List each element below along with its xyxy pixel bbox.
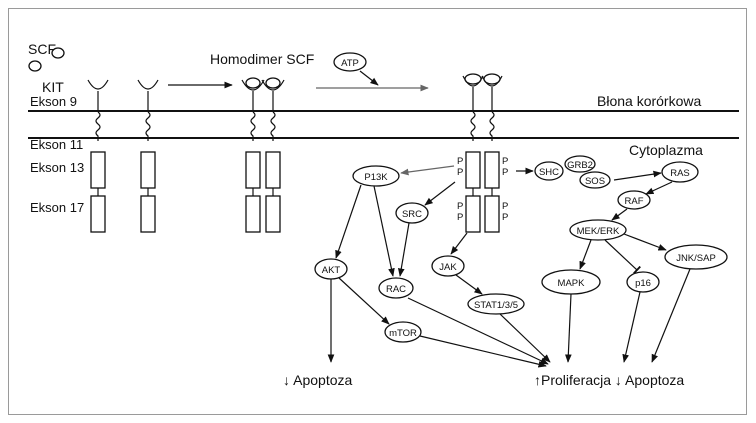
kit-label: KIT <box>42 79 64 95</box>
phospho-p: P <box>457 212 463 223</box>
node-p16: p16 <box>627 272 659 292</box>
phospho-p: P <box>457 201 463 212</box>
svg-text:p16: p16 <box>635 278 651 289</box>
svg-text:JAK: JAK <box>439 262 457 273</box>
phospho-p: P <box>457 167 463 178</box>
homodimer-label: Homodimer SCF <box>210 51 314 67</box>
svg-text:SHC: SHC <box>539 167 559 178</box>
node-rac: RAC <box>379 278 413 298</box>
phospho-p: P <box>502 201 508 212</box>
node-mek-erk: MEK/ERK <box>570 220 626 240</box>
phospho-p: P <box>502 167 508 178</box>
svg-text:RAF: RAF <box>625 196 644 207</box>
svg-text:RAS: RAS <box>670 168 690 179</box>
svg-text:MEK/ERK: MEK/ERK <box>577 226 620 237</box>
cytoplasm-label: Cytoplazma <box>629 142 703 158</box>
phospho-p: P <box>502 212 508 223</box>
atp-arrow <box>360 71 378 85</box>
svg-text:MAPK: MAPK <box>558 278 586 289</box>
node-src: SRC <box>396 203 428 223</box>
node-ras: RAS <box>662 162 698 182</box>
svg-text:mTOR: mTOR <box>389 328 417 339</box>
scf-ligand <box>29 61 41 71</box>
kit-active-dimer <box>463 74 502 232</box>
svg-text:JNK/SAP: JNK/SAP <box>676 253 716 264</box>
atp-label: ATP <box>341 58 359 69</box>
node-sos: SOS <box>580 172 610 188</box>
node-raf: RAF <box>618 191 650 209</box>
outcome-left: ↓ Apoptoza <box>283 372 352 388</box>
svg-text:P13K: P13K <box>364 172 388 183</box>
outcome-right: ↑Proliferacja ↓ Apoptoza <box>534 372 684 388</box>
phospho-p: P <box>457 156 463 167</box>
ekson9-label: Ekson 9 <box>30 94 77 109</box>
node-grb2: GRB2 <box>565 156 595 172</box>
node-shc: SHC <box>535 162 563 180</box>
svg-text:AKT: AKT <box>322 265 341 276</box>
node-akt: AKT <box>315 259 347 279</box>
kit-receptor-monomer <box>138 80 158 232</box>
phospho-p: P <box>502 156 508 167</box>
kit-homodimer <box>242 78 284 232</box>
node-mtor: mTOR <box>385 322 421 342</box>
svg-text:STAT1/3/5: STAT1/3/5 <box>474 300 518 311</box>
node-mapk: MAPK <box>542 270 600 294</box>
svg-text:SRC: SRC <box>402 209 422 220</box>
ekson11-label: Ekson 11 <box>30 137 83 152</box>
svg-text:GRB2: GRB2 <box>567 160 593 171</box>
svg-text:RAC: RAC <box>386 284 406 295</box>
node-p13k: P13K <box>353 166 399 186</box>
membrane-label: Błona korórkowa <box>597 93 701 109</box>
svg-text:SOS: SOS <box>585 176 605 187</box>
scf-ligand <box>52 48 64 58</box>
node-stat: STAT1/3/5 <box>468 294 524 314</box>
node-jnk-sap: JNK/SAP <box>665 245 727 269</box>
ekson17-label: Ekson 17 <box>30 200 84 215</box>
ekson13-label: Ekson 13 <box>30 160 84 175</box>
node-jak: JAK <box>432 256 464 276</box>
kit-receptor-monomer <box>88 80 108 232</box>
